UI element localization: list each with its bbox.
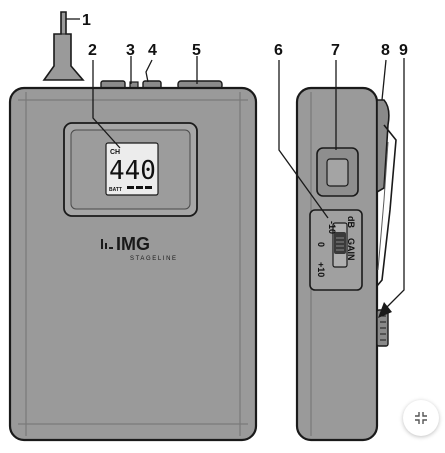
side-button [316, 147, 359, 197]
callout-7: 7 [331, 42, 340, 59]
lcd-ch-label: CH [110, 149, 120, 156]
arrow-head [378, 302, 392, 318]
callout-3: 3 [126, 42, 135, 59]
battery-bars [127, 186, 152, 189]
callout-9: 9 [399, 42, 408, 59]
callout-lines [66, 18, 405, 309]
gain-label: GAIN [346, 238, 356, 261]
belt-clip [376, 99, 397, 287]
callout-4: 4 [148, 42, 157, 59]
antenna [42, 11, 85, 81]
callout-8: 8 [381, 42, 390, 59]
gain-zero-label: 0 [316, 242, 326, 247]
gain-unit-label: dB [346, 216, 356, 228]
callout-6: 6 [274, 42, 283, 59]
gain-plus-label: +10 [316, 262, 326, 277]
brand-logo: IMG STAGELINE [101, 234, 178, 262]
display-window: CH 440 BATT [63, 122, 198, 217]
collapse-icon [415, 412, 427, 424]
callout-1: 1 [82, 12, 91, 29]
lcd-channel-value: 440 [109, 156, 156, 186]
lcd-batt-label: BATT [109, 187, 122, 193]
collapse-button[interactable] [403, 400, 439, 436]
callout-2: 2 [88, 42, 97, 59]
logo-sub-text: STAGELINE [130, 256, 178, 262]
gain-switch: -10 0 +10 dB GAIN [309, 209, 363, 291]
logo-main-text: IMG [116, 234, 150, 254]
callout-5: 5 [192, 42, 201, 59]
gain-minus-label: -10 [327, 221, 337, 234]
